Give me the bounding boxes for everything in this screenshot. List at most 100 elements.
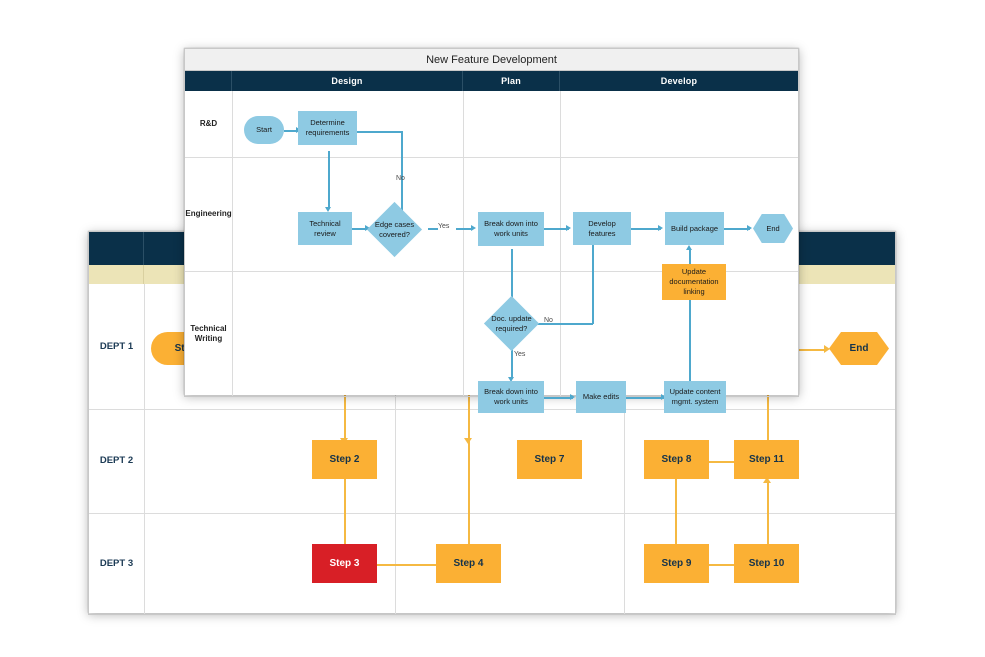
node-cms-l2: mgmt. system bbox=[671, 397, 719, 406]
node-bdtw-l2: work units bbox=[494, 397, 528, 406]
edge-step4-step7-line bbox=[468, 362, 470, 567]
edge-edgecases-no-vline2 bbox=[401, 131, 403, 193]
node-step-4[interactable]: Step 4 bbox=[436, 544, 501, 583]
edge-start-step2-line bbox=[344, 365, 346, 440]
lane-label-dept-1: DEPT 1 bbox=[99, 340, 134, 352]
edge-step4-step7-arrow bbox=[464, 438, 472, 444]
feature-header-plan: Plan bbox=[463, 71, 560, 91]
node-docq-l2: required? bbox=[495, 323, 528, 333]
feature-column-divider-0 bbox=[232, 91, 233, 396]
edge-start-determine-line bbox=[284, 130, 298, 132]
lane-label-tech-writing-l2: Writing bbox=[194, 333, 223, 343]
feature-swimlane-panel[interactable]: New Feature Development Design Plan Deve… bbox=[184, 48, 799, 413]
edge-bd-develop-line bbox=[525, 228, 569, 230]
lane-label-dept-3: DEPT 3 bbox=[99, 557, 134, 569]
feature-column-divider-2 bbox=[560, 91, 561, 396]
lane-label-rnd: R&D bbox=[199, 119, 218, 128]
node-cms-l1: Update content bbox=[669, 387, 721, 397]
node-end[interactable]: End bbox=[753, 214, 793, 243]
node-updoc-l1: Update bbox=[681, 267, 707, 277]
department-column-divider-1 bbox=[395, 284, 396, 614]
feature-header-band: Design Plan Develop bbox=[185, 71, 798, 91]
edge-docq-yes-line bbox=[511, 343, 513, 379]
feature-header-design: Design bbox=[232, 71, 463, 91]
edge-bd-docq-line bbox=[511, 249, 513, 303]
node-step-10[interactable]: Step 10 bbox=[734, 544, 799, 583]
node-develop-features[interactable]: Develop features bbox=[573, 212, 631, 245]
edge-step10-step11-arrow bbox=[763, 477, 771, 483]
edge-docq-no-hline bbox=[535, 323, 593, 325]
edge-develop-build-line bbox=[631, 228, 661, 230]
node-step-7[interactable]: Step 7 bbox=[517, 440, 582, 479]
feature-lane-divider-1 bbox=[185, 157, 798, 158]
edge-edits-cms-arrow bbox=[661, 394, 666, 400]
edge-updoc-build-arrow bbox=[686, 245, 692, 250]
edge-step2-step3-line bbox=[344, 479, 346, 559]
node-bdeng-l1: Break down into bbox=[484, 219, 538, 229]
node-bdtw-l1: Break down into bbox=[484, 387, 538, 397]
node-updoc-l2: documentation bbox=[669, 277, 719, 287]
edge-build-end-line bbox=[724, 228, 750, 230]
edge-edgecases-no-vline bbox=[401, 193, 403, 211]
node-make-edits[interactable]: Make edits bbox=[576, 381, 626, 413]
edge-step11-end-arrow bbox=[824, 345, 830, 353]
node-step-8[interactable]: Step 8 bbox=[644, 440, 709, 479]
edge-edgecases-yes-line-b bbox=[456, 228, 473, 230]
feature-swimlane-grid: Design Plan Develop R&D Engineering Tech… bbox=[184, 70, 799, 413]
edge-edgecases-yes-arrow bbox=[471, 225, 476, 231]
node-build-package[interactable]: Build package bbox=[665, 212, 724, 245]
department-header-cell-0 bbox=[89, 232, 144, 265]
node-step-9[interactable]: Step 9 bbox=[644, 544, 709, 583]
node-review-l1: Technical bbox=[309, 218, 341, 228]
edge-bdtw-edits-arrow bbox=[570, 394, 575, 400]
edge-step9-step10-line bbox=[706, 564, 754, 566]
node-edgecases-l2: covered? bbox=[379, 229, 410, 239]
edge-updoc-build-line bbox=[689, 249, 691, 264]
node-docq-l1: Doc. update bbox=[491, 313, 532, 323]
edge-build-end-arrow bbox=[747, 225, 752, 231]
node-edgecases-l1: Edge cases bbox=[374, 219, 415, 229]
edge-docq-yes-arrow bbox=[508, 377, 514, 382]
edge-label-no-2: No bbox=[544, 317, 553, 324]
node-review-l2: review bbox=[314, 228, 336, 238]
edge-bd-develop-arrow bbox=[566, 225, 571, 231]
department-lane-divider-2 bbox=[89, 513, 895, 514]
edge-determine-review-arrow bbox=[325, 207, 331, 212]
department-column-divider-2 bbox=[624, 284, 625, 614]
feature-header-develop: Develop bbox=[660, 76, 698, 86]
node-updoc-l3: linking bbox=[683, 286, 705, 296]
edge-label-yes-1: Yes bbox=[438, 223, 450, 230]
edge-review-edgecases-line bbox=[352, 228, 368, 230]
edge-label-yes-2: Yes bbox=[514, 351, 526, 358]
edge-step8-step9-line bbox=[675, 479, 677, 559]
diagram-title: New Feature Development bbox=[184, 48, 799, 71]
node-end-label: End bbox=[829, 332, 889, 365]
node-step-2[interactable]: Step 2 bbox=[312, 440, 377, 479]
node-step-11[interactable]: Step 11 bbox=[734, 440, 799, 479]
edge-determine-review-line bbox=[328, 151, 330, 209]
node-end[interactable]: End bbox=[829, 332, 889, 365]
node-determine-l2: requirements bbox=[305, 128, 350, 137]
edge-cms-updoc-line bbox=[689, 298, 691, 382]
feature-column-divider-1 bbox=[463, 91, 464, 396]
department-column-divider-0 bbox=[144, 284, 145, 614]
node-bdeng-l2: work units bbox=[494, 229, 528, 238]
edge-docq-no-vline bbox=[592, 243, 594, 324]
edge-edits-cms-line bbox=[626, 397, 664, 399]
edge-step3-step4-line bbox=[376, 564, 444, 566]
node-step-3[interactable]: Step 3 bbox=[312, 544, 377, 583]
feature-lane-divider-2 bbox=[185, 271, 798, 272]
lane-label-engineering: Engineering bbox=[185, 209, 232, 218]
node-start[interactable]: Start bbox=[244, 116, 284, 144]
